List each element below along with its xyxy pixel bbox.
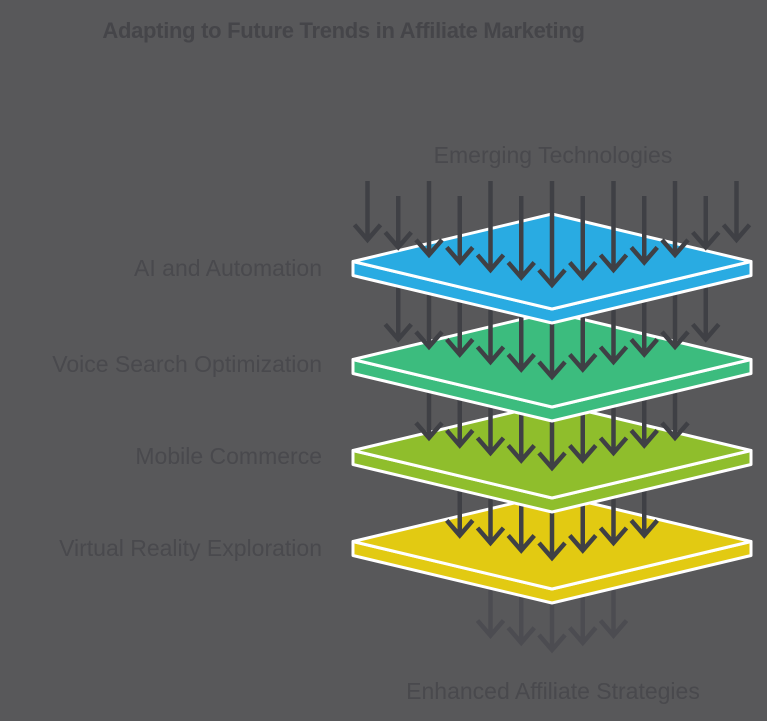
flow-arrow-icon: [660, 181, 690, 259]
flow-arrow-icon: [598, 181, 629, 274]
flow-arrow-icon: [352, 181, 383, 244]
flow-arrow-icon: [445, 196, 475, 266]
arrows-into-ai-and-automation: [352, 181, 752, 289]
flow-arrow-icon: [721, 181, 752, 244]
layer-label-virtual-reality-exploration: Virtual Reality Exploration: [59, 535, 322, 561]
layer-label-ai-and-automation: AI and Automation: [134, 255, 322, 281]
page-title: Adapting to Future Trends in Affiliate M…: [102, 18, 585, 43]
result-label: Enhanced Affiliate Strategies: [406, 678, 700, 704]
layer-label-voice-search-optimization: Voice Search Optimization: [52, 351, 322, 377]
layer-label-mobile-commerce: Mobile Commerce: [135, 443, 322, 469]
flow-arrow-icon: [629, 196, 659, 266]
flow-arrow-icon: [414, 181, 444, 259]
flow-arrow-icon: [691, 196, 721, 251]
source-label: Emerging Technologies: [433, 142, 673, 168]
flow-arrow-icon: [537, 181, 567, 289]
flow-arrow-icon: [506, 196, 536, 281]
flow-arrow-icon: [383, 196, 413, 251]
flow-arrow-icon: [475, 181, 506, 274]
flow-arrow-icon: [568, 196, 598, 281]
